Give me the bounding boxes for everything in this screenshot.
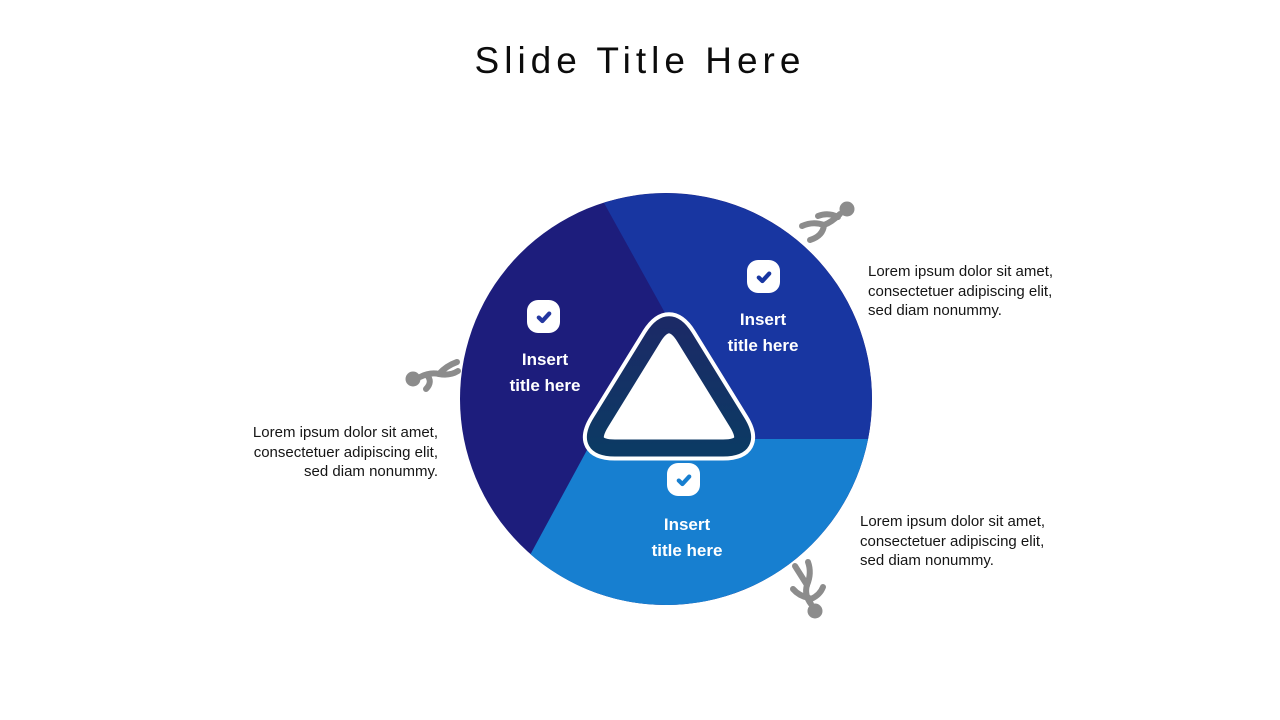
person-leg: [436, 359, 460, 377]
segment-title-line2: title here: [509, 376, 581, 395]
check-icon: [536, 311, 551, 323]
person-leg: [792, 563, 810, 588]
person-falling-left-icon: [405, 359, 461, 392]
segment-title-top-right[interactable]: Insert title here: [688, 307, 838, 359]
note-line: Lorem ipsum dolor sit amet,: [860, 513, 1046, 530]
person-arm: [815, 211, 841, 220]
person-head: [839, 201, 855, 217]
segment-title-line1: Insert: [521, 350, 569, 369]
note-line: consectetuer adipiscing elit,: [860, 532, 1045, 550]
slide-title[interactable]: Slide Title Here: [474, 40, 806, 81]
triangle-ring: [586, 316, 752, 457]
check-icon: [676, 474, 691, 486]
person-head: [807, 603, 823, 619]
segment-top-right-shape[interactable]: [603, 193, 872, 439]
person-arm: [790, 586, 812, 601]
segment-title-line2: title here: [651, 541, 723, 560]
note-left[interactable]: Lorem ipsum dolor sit amet, consectetuer…: [208, 423, 438, 482]
segment-title-left[interactable]: Insert title here: [470, 347, 620, 399]
person-arm: [808, 584, 826, 602]
check-badge-bottom: [667, 463, 700, 496]
person-falling-down-icon: [790, 559, 826, 619]
segment-title-line1: Insert: [739, 310, 787, 329]
person-head: [405, 371, 421, 387]
note-right-top[interactable]: Lorem ipsum dolor sit amet, consectetuer…: [868, 262, 1088, 321]
segment-title-line1: Insert: [663, 515, 711, 534]
note-line: sed diam nonummy.: [860, 552, 994, 569]
segment-title-bottom[interactable]: Insert title here: [612, 512, 762, 564]
person-arm: [423, 372, 433, 392]
center-triangle: [582, 312, 756, 461]
segment-bottom-shape[interactable]: [530, 439, 869, 605]
person-leg: [804, 559, 813, 588]
check-badge-top-right: [747, 260, 780, 293]
note-line: consectetuer adipiscing elit,: [253, 443, 438, 461]
check-icon: [756, 271, 771, 283]
person-leg: [807, 222, 827, 243]
person-running-icon: [799, 201, 855, 243]
segment-title-line2: title here: [727, 336, 799, 355]
person-leg: [799, 220, 827, 229]
note-line: sed diam nonummy.: [304, 463, 438, 480]
note-line: Lorem ipsum dolor sit amet,: [252, 424, 438, 441]
note-line: Lorem ipsum dolor sit amet,: [868, 263, 1054, 280]
note-right-bottom[interactable]: Lorem ipsum dolor sit amet, consectetuer…: [860, 512, 1080, 571]
note-line: sed diam nonummy.: [868, 302, 1002, 319]
check-badge-left: [527, 300, 560, 333]
note-line: consectetuer adipiscing elit,: [868, 282, 1053, 300]
